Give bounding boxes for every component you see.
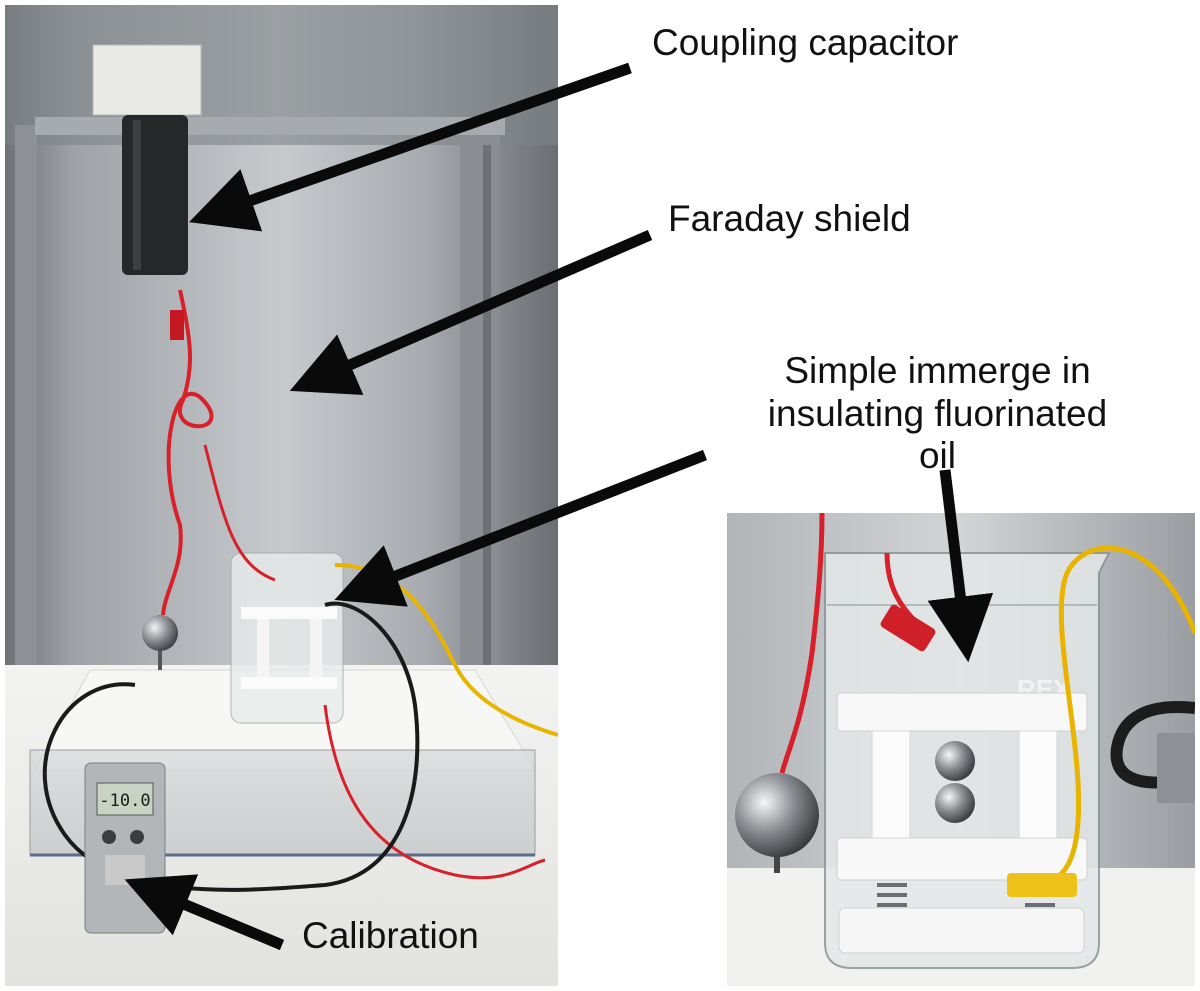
- coupling-capacitor-cylinder: [122, 115, 188, 275]
- inset-red-plug: [880, 604, 936, 652]
- shield-rail-right-inner: [483, 145, 491, 745]
- test-setup-illustration: -10.0: [5, 5, 558, 986]
- inset-post-left: [871, 730, 911, 839]
- inset-spring-left: [877, 883, 907, 907]
- shield-rail-left: [15, 125, 37, 685]
- inset-connector-box: [1157, 733, 1195, 803]
- grounding-ball: [142, 615, 178, 651]
- label-sample-line1: Simple immerge in: [784, 350, 1091, 391]
- calibrator-lcd: [96, 782, 154, 816]
- shield-rail-right: [460, 125, 500, 745]
- label-coupling-capacitor: Coupling capacitor: [652, 22, 959, 63]
- inset-black-cable: [1110, 701, 1195, 789]
- red-cable-to-beaker: [203, 444, 276, 582]
- beaker-closeup-illustration: REX: [727, 513, 1195, 986]
- calibrator-lcd-text: -10.0: [99, 791, 150, 811]
- junction-box: [92, 44, 202, 116]
- main-photo-test-setup: -10.0: [5, 5, 558, 986]
- inset-yellow-plug: [1007, 873, 1077, 897]
- inset-post-right: [1018, 730, 1058, 839]
- red-cable-lower: [323, 704, 546, 880]
- beaker-post-right: [310, 619, 322, 677]
- inset-yellow-cable: [1026, 545, 1195, 891]
- beaker-post-left: [257, 619, 269, 677]
- inset-grounding-ball: [735, 773, 819, 857]
- inset-electrode-ball-top: [935, 741, 975, 781]
- capacitor-highlight: [133, 120, 141, 270]
- red-plug: [170, 310, 184, 340]
- inset-fixture-bottom-plate: [836, 837, 1088, 881]
- beaker: [230, 552, 344, 724]
- red-cable: [161, 289, 214, 616]
- calibrator-button-left: [102, 830, 116, 844]
- label-sample-immersion: Simple immerge in insulating fluorinated…: [745, 350, 1130, 478]
- beaker-fixture-top: [241, 607, 337, 619]
- inset-fixture-base: [838, 907, 1085, 954]
- label-sample-line2: insulating fluorinated oil: [767, 392, 1108, 477]
- calibrator-label-plate: [105, 855, 145, 885]
- inset-photo-beaker: REX: [727, 513, 1195, 986]
- label-calibration: Calibration: [302, 915, 479, 956]
- label-faraday-shield: Faraday shield: [668, 198, 911, 239]
- inset-electrode-ball-bottom: [935, 783, 975, 823]
- calibrator-button-right: [130, 830, 144, 844]
- inset-red-cable: [779, 513, 825, 774]
- top-bar: [35, 117, 505, 135]
- black-cable: [42, 601, 420, 892]
- beaker-fixture-bottom: [241, 677, 337, 689]
- inset-fixture-top-plate: [836, 692, 1088, 732]
